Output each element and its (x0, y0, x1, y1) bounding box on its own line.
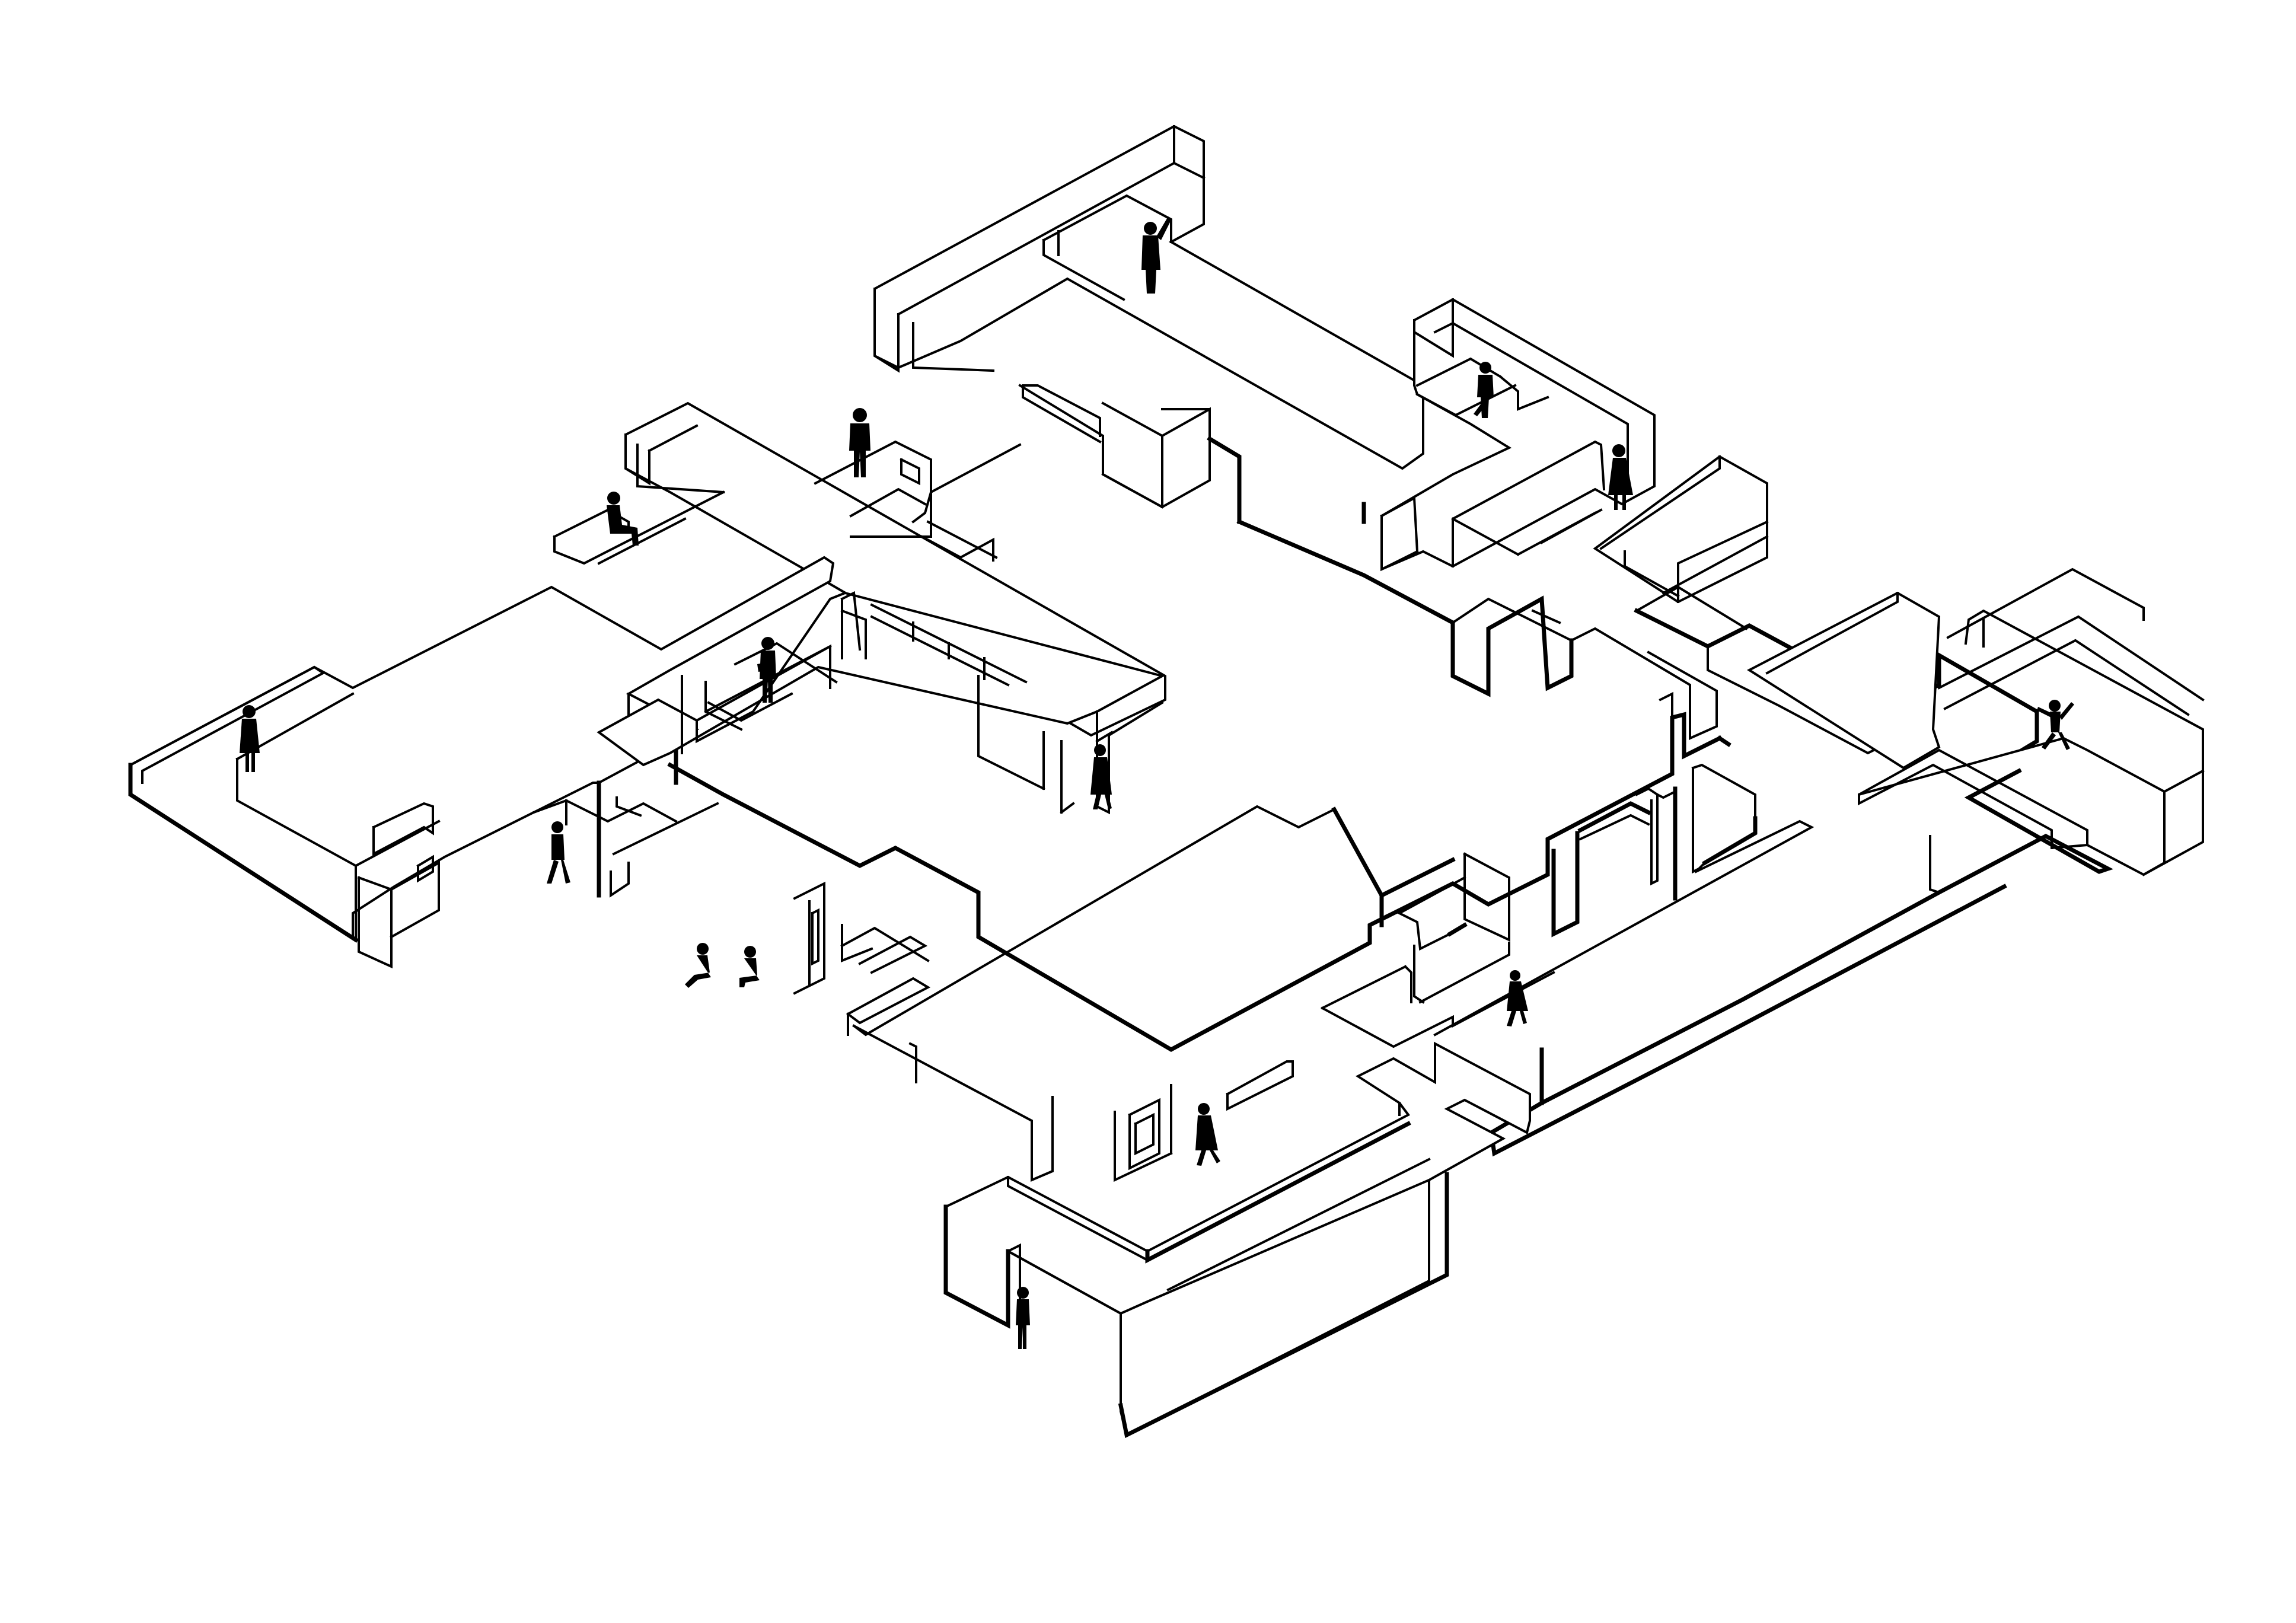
person-silhouette-2 (1474, 362, 1494, 418)
person-silhouette-8 (1090, 744, 1112, 809)
right-wing (1489, 567, 2205, 1157)
human-figures (240, 216, 2074, 1349)
central-ring (597, 519, 1731, 1182)
person-silhouette-5 (1608, 444, 1633, 510)
person-silhouette-10 (685, 943, 711, 988)
person-silhouette-7 (757, 637, 776, 703)
left-wing (128, 556, 835, 969)
person-silhouette-14 (1507, 970, 1528, 1026)
person-silhouette-3 (849, 408, 870, 477)
person-silhouette-6 (240, 705, 260, 772)
person-silhouette-4 (607, 492, 639, 546)
person-silhouette-12 (1016, 1287, 1030, 1349)
person-silhouette-1 (1141, 216, 1172, 294)
person-silhouette-13 (1195, 1103, 1220, 1166)
person-silhouette-9 (547, 821, 570, 884)
right-corridor (1321, 763, 1815, 1048)
person-silhouette-11 (739, 946, 760, 987)
top-wing (873, 125, 1424, 524)
bottom-wing (943, 1041, 1531, 1439)
person-silhouette-16 (2037, 700, 2074, 750)
